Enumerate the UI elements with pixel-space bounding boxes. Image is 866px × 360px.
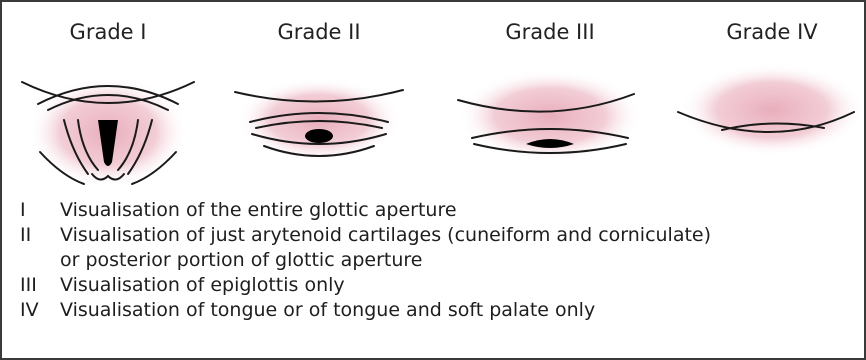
grade-1-larynx-illustration [22,76,194,188]
grade-legend: I Visualisation of the entire glottic ap… [20,198,711,323]
legend-text: Visualisation of the entire glottic aper… [60,198,457,223]
legend-numeral: II [20,223,60,248]
legend-continuation: or posterior portion of glottic aperture [20,248,711,273]
grade-2-posterior-glottis [305,129,333,143]
legend-text: Visualisation of just arytenoid cartilag… [60,223,711,248]
grade-4-larynx-illustration [678,64,864,156]
legend-numeral: III [20,273,60,298]
legend-item: II Visualisation of just arytenoid carti… [20,223,711,248]
legend-numeral: IV [20,298,60,323]
legend-text: Visualisation of tongue or of tongue and… [60,298,595,323]
legend-numeral: I [20,198,60,223]
grade-4-mucosa-shading [680,64,864,156]
legend-item: III Visualisation of epiglottis only [20,273,711,298]
legend-text: Visualisation of epiglottis only [60,273,345,298]
grade-2-larynx-illustration [235,78,403,162]
legend-item: IV Visualisation of tongue or of tongue … [20,298,711,323]
legend-item: I Visualisation of the entire glottic ap… [20,198,711,223]
grade-3-larynx-illustration [458,70,642,162]
grade-3-mucosa-shading [458,70,642,162]
laryngoscopy-grade-illustrations [2,2,864,202]
